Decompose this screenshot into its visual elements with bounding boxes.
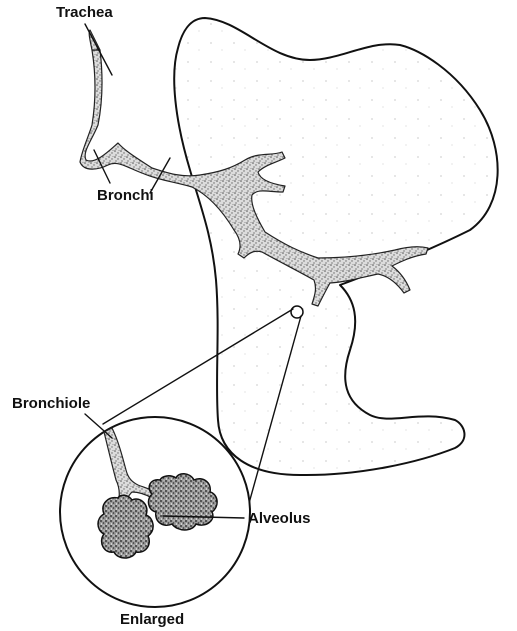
enlarged-label: Enlarged xyxy=(120,611,184,628)
alveolar-sac-right xyxy=(149,474,218,530)
bronchi-label: Bronchi xyxy=(97,187,154,204)
lung-outline xyxy=(174,18,497,475)
trachea-shape xyxy=(89,30,100,50)
alveolus-label: Alveolus xyxy=(248,510,311,527)
bronchiole-label: Bronchiole xyxy=(12,395,90,412)
alveolar-sac-left xyxy=(98,495,153,558)
trachea-label: Trachea xyxy=(56,4,113,21)
